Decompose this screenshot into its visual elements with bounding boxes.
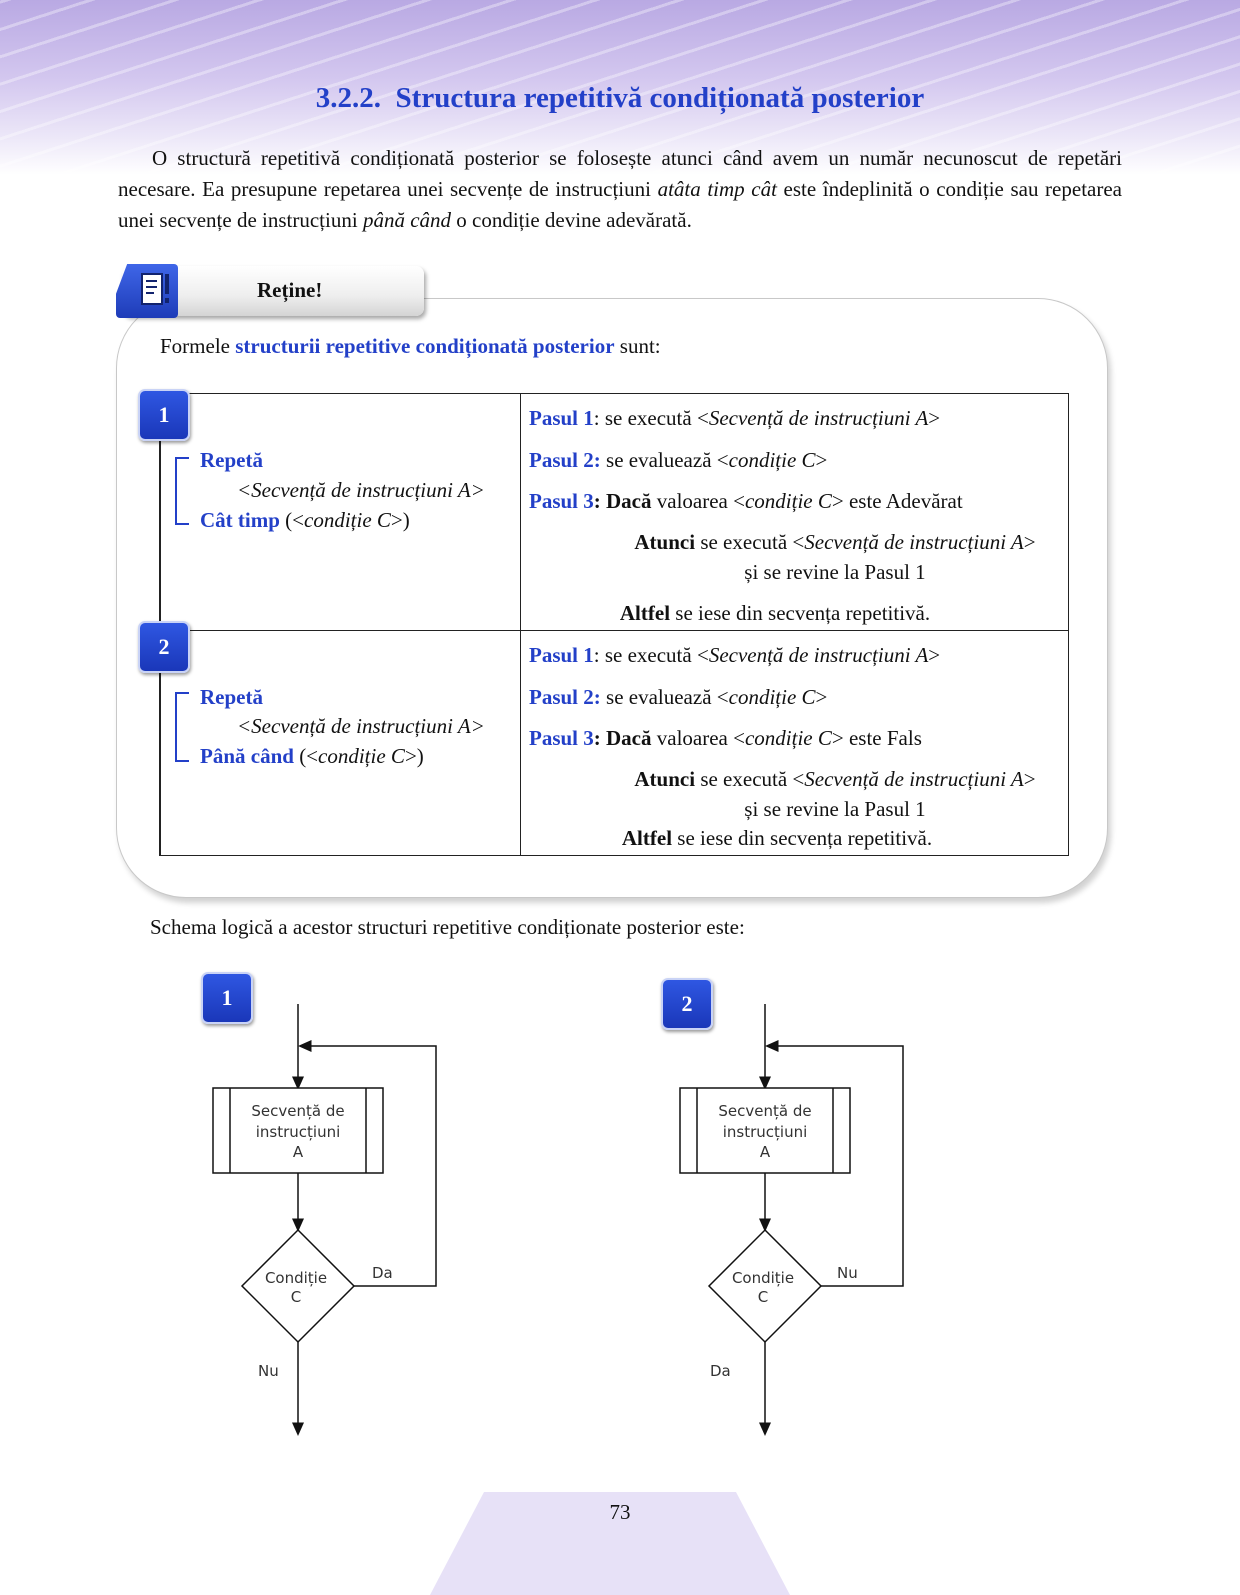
schema-intro: Schema logică a acestor structuri repeti… — [150, 915, 745, 939]
retine-label: Reține! — [257, 278, 323, 302]
page-number: 73 — [609, 1500, 631, 1524]
form-1-atunci: Atunci se execută <Secvență de instrucți… — [634, 530, 1036, 554]
flowchart-2-block-line-1: Secvență de — [718, 1102, 811, 1120]
flowchart-2-exit-label: Da — [710, 1362, 731, 1380]
form-1-step-2: Pasul 2: se evaluează <condiție C> — [529, 448, 828, 472]
table-column-divider — [520, 394, 521, 855]
footer-trapezoid — [430, 1492, 790, 1595]
flowchart-1-block-line-1: Secvență de — [251, 1102, 344, 1120]
form-2-step-3: Pasul 3: Dacă valoarea <condiție C> este… — [529, 726, 922, 750]
retine-tab: Reține! — [116, 264, 424, 318]
form-2-revine: și se revine la Pasul 1 — [744, 797, 926, 821]
flowchart-1-number-badge: 1 — [201, 972, 253, 1024]
flowchart-1: Secvență de instrucțiuni A Condiție C Da… — [212, 1004, 437, 1436]
form-1-bracket — [175, 457, 189, 525]
form-1-body: <Secvență de instrucțiuni A> — [237, 478, 485, 502]
flowchart-1-loop-label: Da — [372, 1264, 393, 1282]
form-2-step-1: Pasul 1: se execută <Secvență de instruc… — [529, 643, 941, 667]
form-2-bracket — [175, 692, 189, 762]
flowchart-2-block-line-3: A — [760, 1143, 771, 1161]
form-1-step-3: Pasul 3: Dacă valoarea <condiție C> este… — [529, 489, 963, 513]
flowchart-1-cond-line-2: C — [291, 1288, 301, 1306]
flowchart-2-loop-arrow — [765, 1040, 904, 1287]
document-note-icon — [116, 264, 178, 318]
section-title: 3.2.2. Structura repetitivă condiționată… — [315, 82, 925, 114]
flowchart-1-loop-arrow — [298, 1040, 437, 1287]
form-1-revine: și se revine la Pasul 1 — [744, 560, 926, 584]
header-background — [0, 0, 1240, 175]
form-1-number-badge: 1 — [138, 389, 190, 441]
form-1-condition-line: Cât timp (<condiție C>) — [200, 508, 410, 532]
flowchart-1-block-line-3: A — [293, 1143, 304, 1161]
flowchart-2-cond-line-1: Condiție — [732, 1269, 794, 1287]
flowchart-2-number-badge: 2 — [661, 978, 713, 1030]
form-1-altfel: Altfel se iese din secvența repetitivă. — [619, 601, 931, 625]
flowchart-1-exit-label: Nu — [258, 1362, 279, 1380]
table-row-divider — [160, 630, 1068, 631]
form-2-condition-line: Până când (<condiție C>) — [200, 744, 424, 768]
form-2-keyword-open: Repetă — [200, 685, 263, 709]
form-1-keyword-open: Repetă — [200, 448, 263, 472]
form-2-step-2: Pasul 2: se evaluează <condiție C> — [529, 685, 828, 709]
form-2-atunci: Atunci se execută <Secvență de instrucți… — [634, 767, 1036, 791]
form-2-body: <Secvență de instrucțiuni A> — [237, 714, 485, 738]
flowchart-1-process-block — [212, 1087, 384, 1174]
formele-text: Formele structurii repetitive condiționa… — [160, 334, 661, 358]
flowchart-2-loop-label: Nu — [837, 1264, 858, 1282]
flowchart-1-block-line-2: instrucțiuni — [256, 1123, 341, 1141]
flowchart-2: Secvență de instrucțiuni A Condiție C Nu… — [679, 1004, 904, 1436]
flowchart-1-cond-line-1: Condiție — [265, 1269, 327, 1287]
retine-box — [116, 298, 1108, 898]
flowchart-2-block-line-2: instrucțiuni — [723, 1123, 808, 1141]
form-2-number-badge: 2 — [138, 621, 190, 673]
form-2-altfel: Altfel se iese din secvența repetitivă. — [621, 826, 933, 850]
intro-paragraph: O structură repetitivă condiționată post… — [118, 146, 1122, 232]
form-1-step-1: Pasul 1: se execută <Secvență de instruc… — [529, 406, 941, 430]
flowchart-2-cond-line-2: C — [758, 1288, 768, 1306]
flowchart-2-process-block — [679, 1087, 851, 1174]
